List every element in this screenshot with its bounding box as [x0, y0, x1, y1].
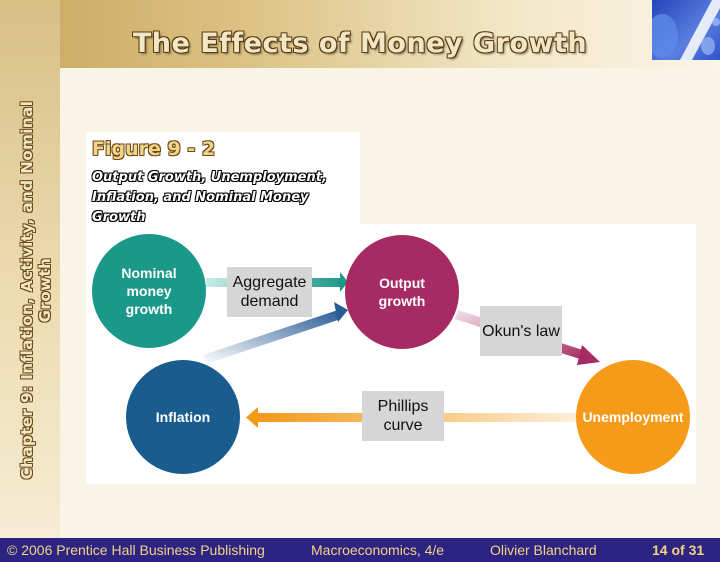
node-output-growth: Output growth: [345, 235, 459, 349]
figure-caption: Figure 9 - 2 Output Growth, Unemployment…: [86, 132, 360, 228]
node-label: Output growth: [378, 275, 426, 309]
figure-number: Figure 9 - 2: [92, 138, 216, 160]
footer-book: Macroeconomics, 4/e: [311, 542, 445, 558]
node-label: Unemployment: [582, 409, 684, 425]
footer-bar: © 2006 Prentice Hall Business Publishing…: [0, 538, 720, 562]
footer-page-number: 14 of 31: [652, 542, 705, 558]
chapter-label: Chapter 9: Inflation, Activity, and Nomi…: [18, 100, 54, 480]
side-band: [0, 0, 60, 538]
label-aggregate-demand: Aggregate demand: [227, 267, 312, 317]
slide-title: The Effects of Money Growth: [132, 28, 588, 59]
node-label: Nominal money growth: [121, 265, 177, 317]
node-inflation: Inflation: [126, 360, 240, 474]
node-label: Inflation: [155, 409, 211, 425]
node-nominal-money-growth: Nominal money growth: [92, 234, 206, 348]
corner-decoration-icon: [652, 0, 720, 60]
figure-title: Output Growth, Unemployment, Inflation, …: [92, 170, 327, 225]
node-unemployment: Unemployment: [576, 360, 690, 474]
diagram-panel: Nominal money growth Output growth Infla…: [86, 224, 696, 484]
header-band: [0, 0, 720, 68]
label-phillips-curve: Phillips curve: [362, 391, 444, 441]
footer-author: Olivier Blanchard: [490, 542, 597, 558]
footer-publisher: © 2006 Prentice Hall Business Publishing: [7, 542, 265, 558]
label-okuns-law: Okun's law: [480, 306, 562, 356]
arrow-inflation-to-output: [203, 302, 348, 364]
